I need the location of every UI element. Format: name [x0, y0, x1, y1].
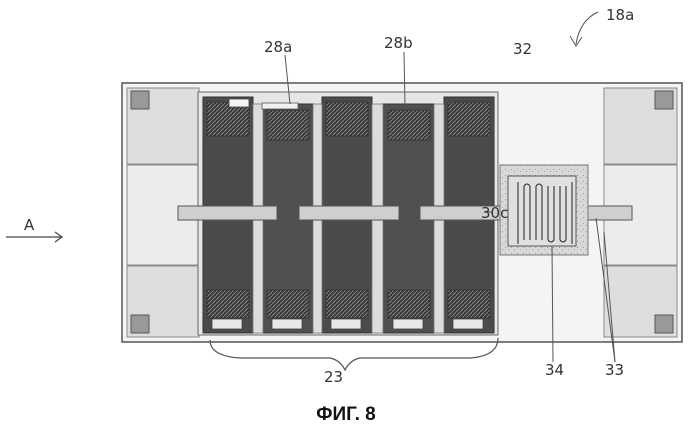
- top-connector: [262, 103, 298, 109]
- figure-caption: ФИГ. 8: [316, 404, 375, 425]
- label-33: 33: [605, 361, 624, 379]
- label-30c: 30c: [481, 204, 508, 222]
- label-23: 23: [324, 368, 343, 386]
- label-28b: 28b: [384, 34, 413, 52]
- label-28a: 28a: [264, 38, 292, 56]
- top-tab: [229, 99, 249, 107]
- label-32: 32: [513, 40, 532, 58]
- label-a: A: [24, 216, 35, 234]
- brace-23: [210, 338, 498, 370]
- label-18a: 18a: [606, 6, 634, 24]
- label-34: 34: [545, 361, 564, 379]
- leader-18a: [576, 12, 598, 44]
